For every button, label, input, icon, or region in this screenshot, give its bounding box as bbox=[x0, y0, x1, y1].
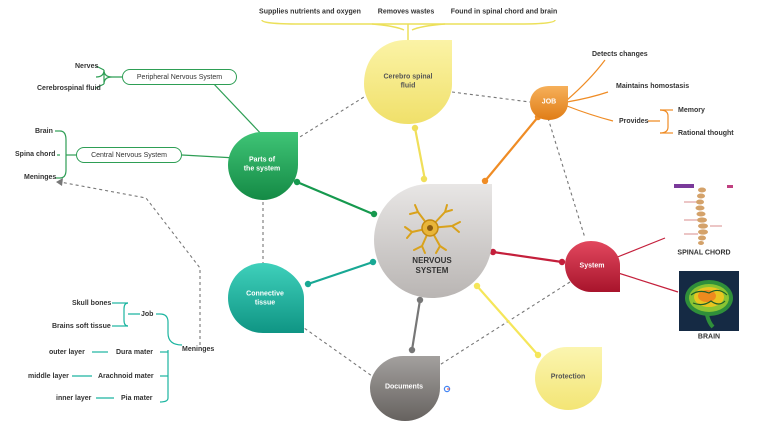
central-node[interactable] bbox=[374, 184, 492, 298]
parts-line1: Parts of bbox=[248, 156, 276, 164]
job-item-detects-changes: Detects changes bbox=[592, 51, 648, 58]
central-item-spina-chord: Spina chord bbox=[15, 151, 56, 158]
meninges-layer-middle: middle layer bbox=[28, 373, 69, 380]
spinal-chord-caption: SPINAL CHORD bbox=[677, 249, 731, 257]
job-item-maintains-homostasis: Maintains homostasis bbox=[616, 83, 690, 90]
neuron-icon bbox=[404, 204, 461, 254]
job-item-provides: Provides bbox=[619, 118, 649, 125]
parts-node-label[interactable]: Parts of the system bbox=[244, 156, 281, 174]
system-node-label[interactable]: System bbox=[579, 262, 605, 270]
documents-node-label[interactable]: Documents bbox=[384, 383, 424, 391]
connective-line2: tissue bbox=[254, 299, 276, 306]
central-item-brain: Brain bbox=[35, 128, 53, 135]
job-branches bbox=[566, 59, 673, 134]
provides-item-memory: Memory bbox=[678, 107, 705, 114]
central-line2: SYSTEM bbox=[415, 266, 449, 275]
meninges-label: Meninges bbox=[182, 346, 215, 353]
cerebro-line2: fluid bbox=[400, 82, 416, 89]
main-links bbox=[295, 115, 564, 357]
spine-icon bbox=[674, 184, 733, 245]
system-branches bbox=[614, 237, 679, 293]
provides-item-rational-thought: Rational thought bbox=[678, 130, 734, 137]
connective-node[interactable] bbox=[228, 263, 304, 333]
cerebro-point-1: Supplies nutrients and oxygen bbox=[259, 8, 361, 16]
parts-branches bbox=[55, 65, 266, 179]
protection-node-label[interactable]: Protection bbox=[550, 373, 586, 381]
peripheral-item-nerves: Nerves bbox=[75, 63, 99, 70]
central-line1: NERVOUS bbox=[412, 256, 452, 265]
brain-caption: BRAIN bbox=[697, 333, 721, 341]
connective-line1: Connective bbox=[246, 290, 284, 298]
meninges-arachnoid-mater: Arachnoid mater bbox=[98, 373, 154, 380]
central-item-meninges: Meninges bbox=[24, 174, 57, 181]
parts-node[interactable] bbox=[228, 132, 298, 200]
meninges-job-label: Job bbox=[141, 311, 154, 318]
brain-image bbox=[679, 271, 739, 331]
cerebro-branches bbox=[261, 19, 556, 40]
job-node-label[interactable]: JOB bbox=[541, 98, 557, 106]
peripheral-nervous-system-pill[interactable]: Peripheral Nervous System bbox=[122, 69, 237, 85]
cerebro-node[interactable] bbox=[364, 40, 452, 124]
cerebro-point-2: Removes wastes bbox=[377, 8, 435, 16]
peripheral-item-cerebrospinal-fluid: Cerebrospinal fluid bbox=[37, 85, 101, 92]
cerebro-point-3: Found in spinal chord and brain bbox=[450, 8, 558, 16]
spinal-chord-image bbox=[670, 182, 738, 248]
meninges-dura-mater: Dura mater bbox=[116, 349, 153, 356]
system-node[interactable] bbox=[565, 241, 620, 292]
meninges-layer-outer: outer layer bbox=[49, 349, 85, 356]
meninges-branches bbox=[72, 302, 183, 403]
parts-line2: the system bbox=[243, 165, 281, 172]
protection-node[interactable] bbox=[535, 347, 602, 410]
central-node-label[interactable]: NERVOUS SYSTEM bbox=[412, 256, 451, 276]
cerebro-line1: Cerebro spinal bbox=[383, 73, 433, 81]
job-node[interactable] bbox=[530, 86, 568, 120]
central-nervous-system-pill[interactable]: Central Nervous System bbox=[76, 147, 182, 163]
dashed-links bbox=[59, 91, 586, 377]
connective-node-label[interactable]: Connective tissue bbox=[246, 290, 284, 308]
g-logo-icon bbox=[443, 385, 451, 393]
meninges-pia-mater: Pia mater bbox=[121, 395, 153, 402]
meninges-job-skull-bones: Skull bones bbox=[72, 300, 112, 307]
documents-node[interactable] bbox=[370, 356, 440, 421]
meninges-layer-inner: inner layer bbox=[56, 395, 92, 402]
cerebro-node-label[interactable]: Cerebro spinal fluid bbox=[383, 73, 432, 91]
dashed-arrow-head bbox=[56, 178, 63, 186]
meninges-job-brains-soft-tissue: Brains soft tissue bbox=[52, 323, 111, 330]
brain-icon bbox=[685, 280, 733, 329]
